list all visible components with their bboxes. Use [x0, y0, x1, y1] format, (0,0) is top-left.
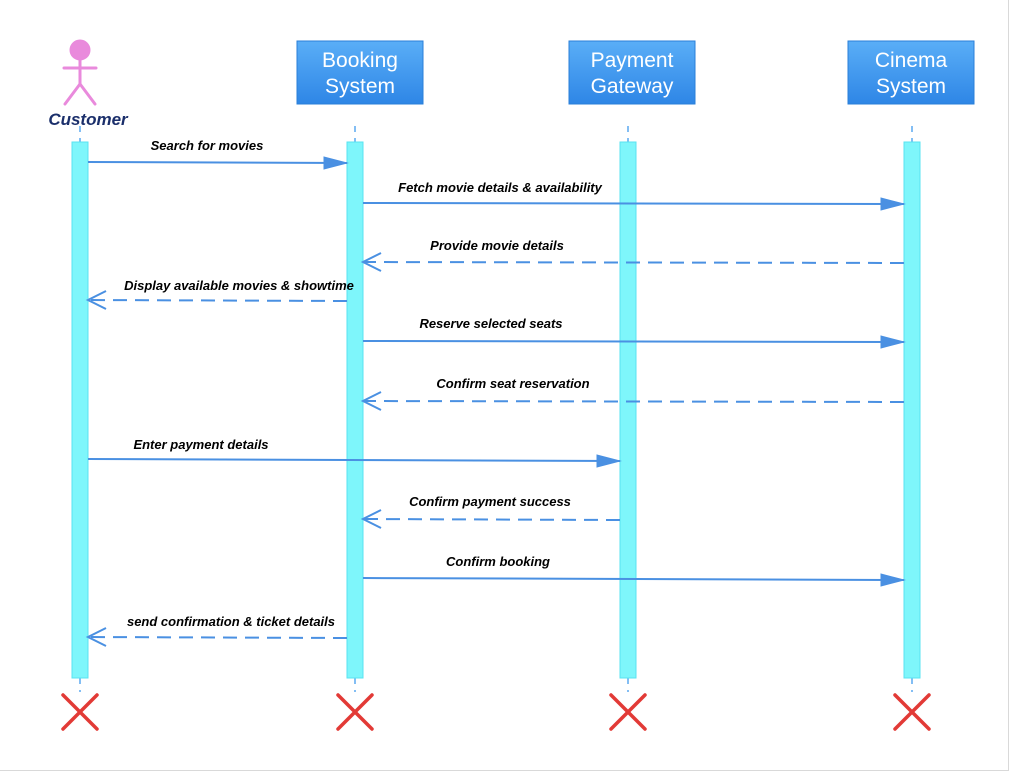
message-label: Enter payment details: [133, 437, 268, 452]
arrowhead-open-icon: [85, 290, 107, 310]
arrowhead-filled-icon: [323, 156, 349, 170]
participant-label-line1: Cinema: [875, 49, 948, 72]
arrowhead-open-icon: [360, 509, 382, 529]
actor-label: Customer: [48, 110, 129, 129]
participant-cinema-system: Cinema System: [847, 40, 975, 105]
message-search-for-movies: Search for movies: [87, 138, 349, 170]
destroy-x-icon: [893, 693, 931, 731]
participant-payment-gateway: Payment Gateway: [568, 40, 696, 105]
actor-right-leg: [78, 82, 97, 106]
participant-booking-system: Booking System: [296, 40, 424, 105]
activation-payment: [619, 141, 637, 679]
arrowhead-filled-icon: [880, 573, 906, 587]
message-send-confirmation: send confirmation & ticket details: [85, 614, 348, 647]
message-label: Provide movie details: [430, 238, 564, 253]
message-line: [362, 340, 905, 343]
message-line: [87, 161, 348, 164]
message-line: [362, 400, 905, 403]
message-label: Confirm booking: [446, 554, 550, 569]
message-display-available-movies: Display available movies & showtime: [85, 278, 354, 310]
message-label: Confirm seat reservation: [436, 376, 589, 391]
actor-left-leg: [63, 82, 82, 106]
message-confirm-booking: Confirm booking: [362, 554, 906, 587]
participant-label-line2: Gateway: [591, 75, 674, 98]
participant-label-line1: Booking: [322, 49, 398, 72]
message-line: [362, 518, 621, 521]
participant-box: [296, 40, 424, 105]
message-line: [362, 202, 905, 205]
message-confirm-seat-reservation: Confirm seat reservation: [360, 376, 905, 411]
message-provide-movie-details: Provide movie details: [360, 238, 905, 272]
message-line: [362, 261, 905, 264]
message-label: Confirm payment success: [409, 494, 571, 509]
message-label: send confirmation & ticket details: [127, 614, 335, 629]
arrowhead-open-icon: [360, 391, 382, 411]
destroy-x-icon: [61, 693, 99, 731]
arrowhead-filled-icon: [880, 197, 906, 211]
message-line: [87, 458, 621, 462]
participant-label-line2: System: [876, 75, 946, 98]
message-line: [87, 299, 348, 302]
destroy-x-icon: [609, 693, 647, 731]
activation-booking: [346, 141, 364, 679]
arrowhead-filled-icon: [880, 335, 906, 349]
message-fetch-movie-details: Fetch movie details & availability: [362, 180, 906, 211]
participant-label-line1: Payment: [591, 49, 674, 72]
participant-box: [847, 40, 975, 105]
message-line: [87, 636, 348, 639]
participant-box: [568, 40, 696, 105]
message-label: Reserve selected seats: [419, 316, 562, 331]
message-confirm-payment-success: Confirm payment success: [360, 494, 621, 529]
message-reserve-selected-seats: Reserve selected seats: [362, 316, 906, 349]
message-label: Fetch movie details & availability: [398, 180, 603, 195]
message-label: Display available movies & showtime: [124, 278, 354, 293]
actor-head: [69, 39, 91, 61]
arrowhead-filled-icon: [596, 454, 622, 468]
stick-figure-icon: [62, 39, 98, 106]
activation-cinema: [903, 141, 921, 679]
arrowhead-open-icon: [85, 627, 107, 647]
arrowhead-open-icon: [360, 252, 382, 272]
destroy-x-icon: [336, 693, 374, 731]
activation-customer: [71, 141, 89, 679]
message-enter-payment-details: Enter payment details: [87, 437, 622, 468]
participant-label-line2: System: [325, 75, 395, 98]
message-label: Search for movies: [151, 138, 264, 153]
message-line: [362, 577, 905, 581]
